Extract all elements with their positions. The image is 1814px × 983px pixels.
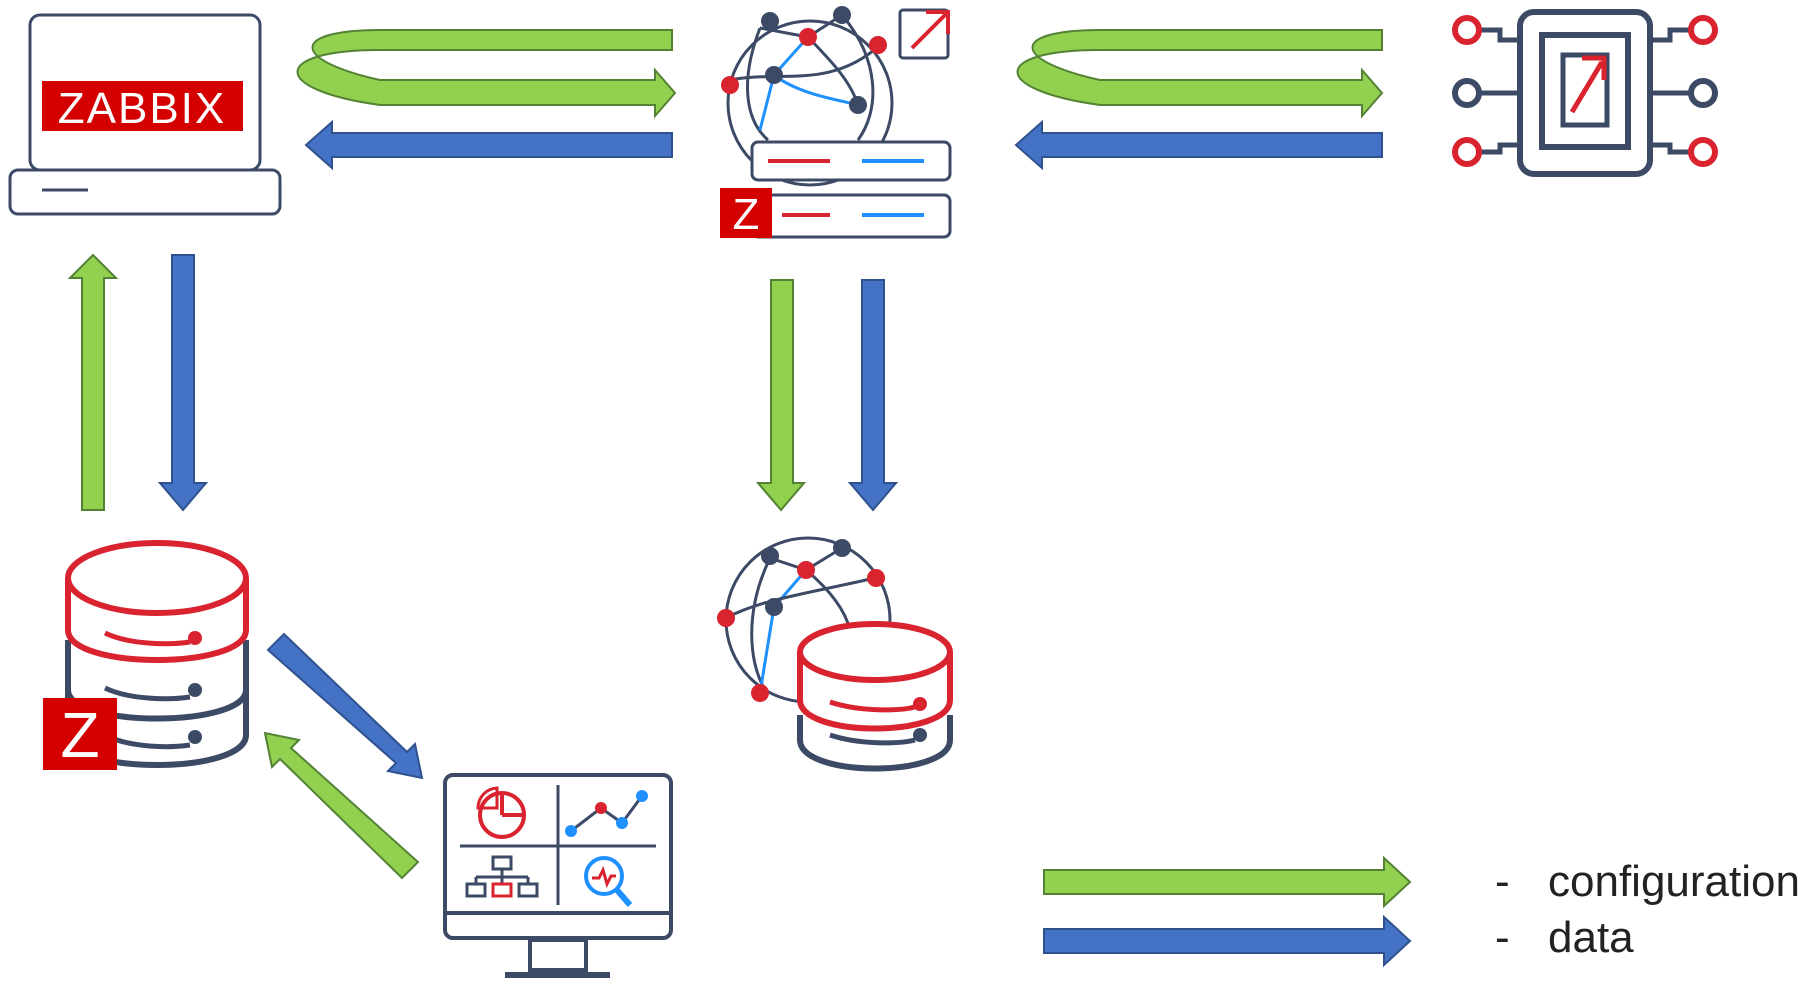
zabbix-logo-text: ZABBIX: [58, 84, 227, 133]
legend-data-label: data: [1548, 913, 1634, 962]
legend-config-label: configuration: [1548, 857, 1800, 906]
config-arrow-proxy-to-device: [1016, 29, 1384, 119]
proxy-z-badge: Z: [733, 190, 760, 239]
legend-config-arrow: [1043, 855, 1412, 909]
data-arrow-proxy-to-server: [304, 119, 673, 171]
config-arrow-frontend-to-database: [263, 731, 420, 880]
zabbix-database-icon: Z: [43, 540, 249, 771]
config-arrow-proxy-to-proxydb: [755, 279, 807, 512]
zabbix-proxy-icon: Z: [720, 6, 952, 239]
frontend-dashboard-icon: [443, 773, 673, 978]
config-arrow-database-to-server: [67, 253, 119, 511]
database-z-badge: Z: [60, 699, 99, 771]
legend-data-arrow: [1043, 914, 1412, 968]
data-arrow-proxy-to-proxydb: [847, 279, 899, 512]
legend-data-dash: -: [1495, 913, 1510, 962]
legend-config-dash: -: [1495, 857, 1510, 906]
data-arrow-server-to-database: [157, 254, 209, 512]
zabbix-logo: [42, 81, 243, 131]
monitored-device-icon: [1452, 9, 1718, 177]
data-arrow-database-to-frontend: [266, 632, 424, 780]
config-arrow-proxy-to-server: [296, 29, 677, 119]
zabbix-server-laptop-icon: ZABBIX: [8, 13, 282, 216]
data-arrow-device-to-proxy: [1014, 119, 1383, 171]
legend: - configuration - data: [1043, 855, 1800, 968]
proxy-database-icon: [717, 536, 953, 772]
